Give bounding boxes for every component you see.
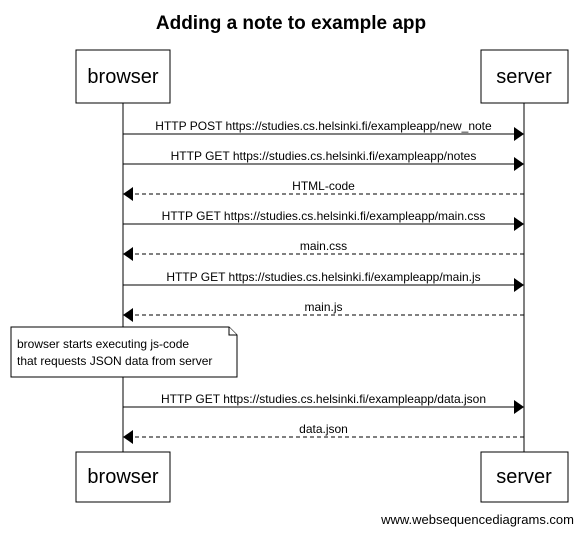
participant-browser-top: browser [75,49,171,104]
message-9: data.json [123,422,524,444]
watermark[interactable]: www.websequencediagrams.com [380,512,574,527]
note: browser starts executing js-code that re… [10,326,238,378]
participant-server-top: server [480,49,569,104]
message-8: HTTP GET https://studies.cs.helsinki.fi/… [123,392,524,414]
participant-server-bottom: server [480,451,569,503]
note-line-2: that requests JSON data from server [17,354,212,368]
message-label: main.css [300,239,347,253]
diagram-title: Adding a note to example app [156,13,426,34]
message-label: data.json [299,422,348,436]
arrowhead-icon [514,127,524,141]
message-label: HTTP POST https://studies.cs.helsinki.fi… [155,119,492,133]
message-label: HTTP GET https://studies.cs.helsinki.fi/… [171,149,477,163]
message-label: HTML-code [292,179,355,193]
arrowhead-icon [123,308,133,322]
note-line-1: browser starts executing js-code [17,337,189,351]
message-label: HTTP GET https://studies.cs.helsinki.fi/… [161,392,486,406]
messages: HTTP POST https://studies.cs.helsinki.fi… [123,119,524,444]
participant-browser-label: browser [87,66,158,88]
arrowhead-icon [514,278,524,292]
message-2: HTTP GET https://studies.cs.helsinki.fi/… [123,149,524,171]
message-label: HTTP GET https://studies.cs.helsinki.fi/… [166,270,480,284]
arrowhead-icon [514,217,524,231]
message-3: HTML-code [123,179,524,201]
participant-server-label-bottom: server [496,466,552,488]
message-1: HTTP POST https://studies.cs.helsinki.fi… [123,119,524,141]
arrowhead-icon [123,187,133,201]
participant-server-label: server [496,66,552,88]
message-4: HTTP GET https://studies.cs.helsinki.fi/… [123,209,524,231]
participant-browser-bottom: browser [75,451,171,503]
message-label: HTTP GET https://studies.cs.helsinki.fi/… [162,209,486,223]
arrowhead-icon [123,247,133,261]
message-6: HTTP GET https://studies.cs.helsinki.fi/… [123,270,524,292]
arrowhead-icon [123,430,133,444]
arrowhead-icon [514,400,524,414]
participant-browser-label-bottom: browser [87,466,158,488]
message-label: main.js [304,300,342,314]
message-5: main.css [123,239,524,261]
message-7: main.js [123,300,524,322]
arrowhead-icon [514,157,524,171]
